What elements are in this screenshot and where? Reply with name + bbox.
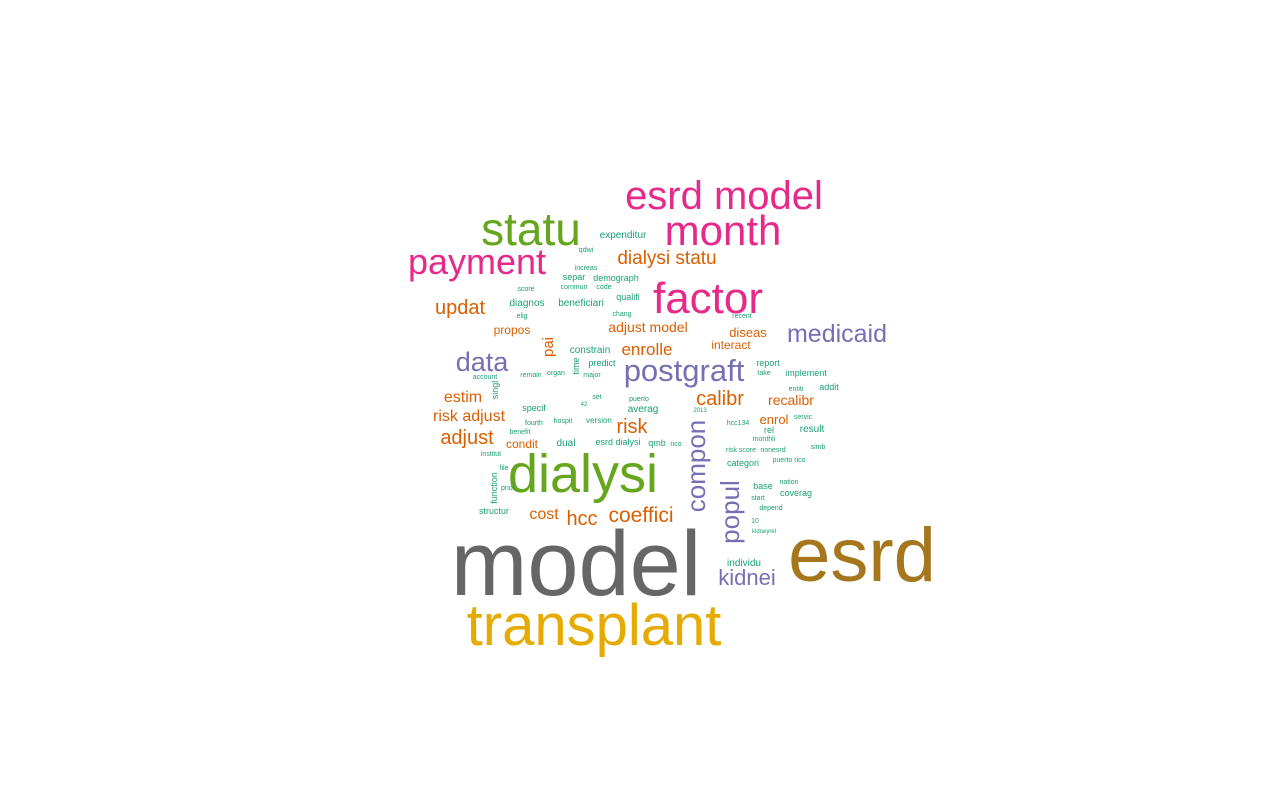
- cloud-word-month: month: [665, 207, 782, 254]
- cloud-word-monthli: monthli: [753, 436, 776, 443]
- cloud-word-increas: increas: [575, 265, 598, 272]
- cloud-word-commun: commun: [561, 284, 588, 291]
- cloud-word-2013: 2013: [693, 408, 707, 414]
- cloud-word-interact: interact: [711, 338, 751, 352]
- cloud-word-popul: popul: [715, 480, 745, 544]
- cloud-word-esrd-model: esrd model: [625, 174, 823, 218]
- cloud-word-hcc134: hcc134: [727, 420, 750, 427]
- cloud-word-10: 10: [751, 518, 759, 525]
- cloud-word-dialysi: dialysi: [508, 444, 658, 504]
- cloud-word-nation: nation: [779, 479, 798, 486]
- cloud-word-qmb: qmb: [648, 438, 666, 448]
- cloud-word-factor: factor: [653, 274, 763, 323]
- cloud-word-model: model: [451, 513, 702, 615]
- cloud-word-expenditur: expenditur: [600, 230, 647, 241]
- cloud-word-enrolle: enrolle: [621, 340, 672, 359]
- cloud-word-hcc: hcc: [566, 508, 597, 530]
- cloud-word-set: set: [592, 394, 601, 401]
- cloud-word-coeffici: coeffici: [609, 504, 674, 527]
- cloud-word-addit: addit: [819, 382, 839, 392]
- cloud-word-specif: specif: [522, 403, 546, 413]
- cloud-word-separ: separ: [563, 272, 586, 282]
- cloud-word-kidneyrel: kidneyrel: [752, 529, 776, 535]
- cloud-word-singl: singl: [490, 381, 500, 400]
- cloud-word-elig: elig: [517, 313, 528, 320]
- cloud-word-compon: compon: [681, 420, 711, 513]
- cloud-word-code: code: [596, 284, 611, 291]
- cloud-word-demograph: demograph: [593, 273, 639, 283]
- cloud-word-entiti: entiti: [789, 386, 804, 393]
- cloud-word-dual: dual: [557, 438, 576, 449]
- cloud-word-predict: predict: [588, 358, 616, 368]
- cloud-word-risk-score: risk score: [726, 447, 756, 454]
- cloud-word-payment: payment: [408, 241, 546, 282]
- cloud-word-calibr: calibr: [696, 388, 744, 410]
- cloud-word-nonesrd: nonesrd: [760, 447, 785, 454]
- cloud-word-coverag: coverag: [780, 488, 812, 498]
- cloud-word-statu: statu: [481, 203, 581, 255]
- cloud-word-benefit: benefit: [509, 429, 530, 436]
- cloud-word-qualifi: qualifi: [616, 292, 640, 302]
- cloud-word-data: data: [456, 347, 510, 377]
- cloud-word-structur: structur: [479, 506, 509, 516]
- cloud-word-medicaid: medicaid: [787, 320, 887, 348]
- cloud-word-base: base: [753, 481, 773, 491]
- cloud-word-report: report: [756, 358, 780, 368]
- cloud-word-estim: estim: [444, 389, 482, 406]
- cloud-word-risk: risk: [616, 416, 648, 438]
- cloud-word-pai: pai: [540, 337, 557, 357]
- cloud-word-kidnei: kidnei: [718, 565, 775, 590]
- cloud-word-risk-adjust: risk adjust: [433, 408, 506, 425]
- cloud-word-remain: remain: [520, 372, 542, 379]
- cloud-word-start: start: [751, 495, 765, 502]
- cloud-word-42: 42: [581, 402, 588, 408]
- cloud-word-rel: rel: [764, 425, 774, 435]
- cloud-word-depend: depend: [759, 505, 782, 512]
- cloud-word-institut: institut: [481, 451, 501, 458]
- cloud-word-rico: rico: [670, 441, 681, 448]
- cloud-word-puerto: puerto: [629, 396, 649, 403]
- cloud-word-result: result: [800, 424, 825, 435]
- cloud-word-condit: condit: [506, 437, 539, 451]
- cloud-word-propos: propos: [494, 323, 531, 337]
- cloud-word-cost: cost: [529, 506, 559, 523]
- cloud-word-account: account: [473, 374, 498, 381]
- cloud-word-postgraft: postgraft: [624, 353, 745, 388]
- cloud-word-transplant: transplant: [467, 593, 722, 658]
- cloud-word-version: version: [586, 416, 612, 425]
- cloud-word-chang: chang: [612, 311, 631, 318]
- cloud-word-score: score: [517, 286, 534, 293]
- cloud-word-enrol: enrol: [760, 412, 789, 427]
- cloud-word-diagnos: diagnos: [509, 298, 544, 309]
- cloud-word-fourth: fourth: [525, 420, 543, 427]
- cloud-word-implement: implement: [785, 368, 827, 378]
- cloud-word-adjust: adjust: [440, 427, 494, 449]
- cloud-word-recalibr: recalibr: [768, 392, 814, 408]
- cloud-word-individu: individu: [727, 558, 761, 569]
- cloud-word-recent: recent: [732, 313, 752, 320]
- cloud-word-servic: servic: [794, 414, 813, 421]
- cloud-word-function: function: [489, 472, 499, 504]
- cloud-word-averag: averag: [628, 404, 659, 415]
- cloud-word-prior: prior: [501, 485, 516, 492]
- cloud-word-puerto-rico: puerto rico: [772, 457, 805, 464]
- cloud-word-esrd-dialysi: esrd dialysi: [595, 437, 640, 447]
- cloud-word-adjust-model: adjust model: [608, 319, 687, 335]
- cloud-word-simb: simb: [811, 444, 826, 451]
- cloud-word-file: file: [500, 465, 509, 472]
- cloud-word-updat: updat: [435, 297, 485, 319]
- cloud-word-time: time: [571, 357, 581, 374]
- cloud-word-diseas: diseas: [729, 325, 767, 340]
- cloud-word-hospit: hospit: [554, 418, 573, 425]
- cloud-word-categori: categori: [727, 458, 759, 468]
- cloud-word-esrd: esrd: [788, 513, 936, 598]
- cloud-word-organ: organ: [547, 370, 565, 377]
- cloud-word-dialysi-statu: dialysi statu: [617, 248, 716, 269]
- cloud-word-constrain: constrain: [570, 345, 611, 356]
- cloud-word-major: major: [583, 372, 601, 379]
- cloud-word-take: take: [757, 370, 770, 377]
- cloud-word-qdwi: qdwi: [579, 247, 594, 254]
- cloud-word-beneficiari: beneficiari: [558, 298, 604, 309]
